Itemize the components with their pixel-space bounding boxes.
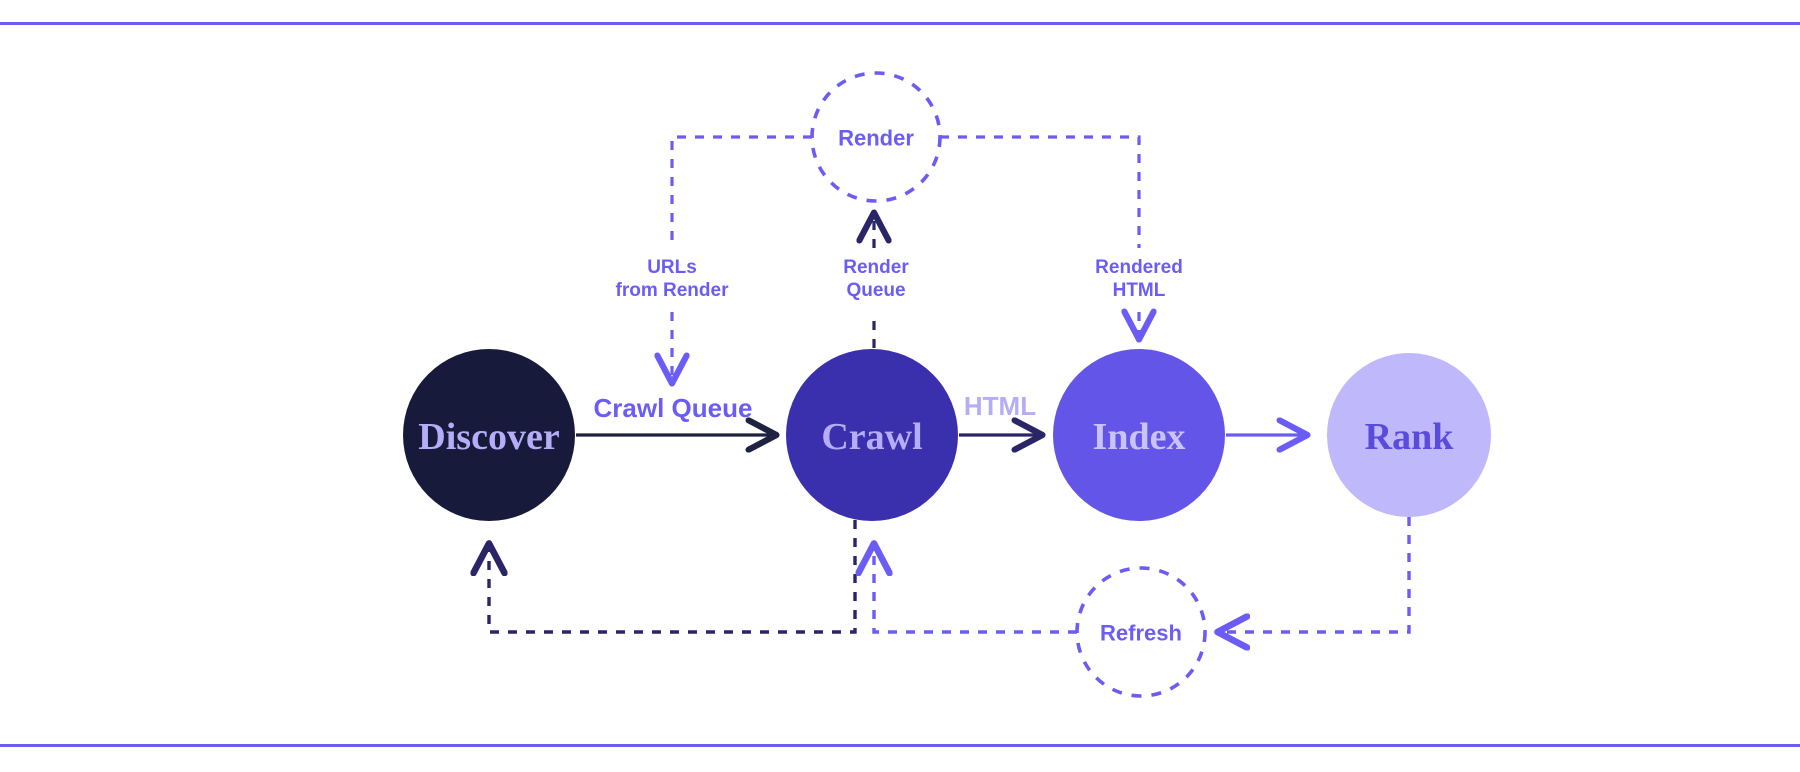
node-discover-label: Discover: [418, 416, 560, 458]
node-index-label: Index: [1093, 416, 1186, 458]
edge-label-rendered-html-line2: HTML: [1113, 280, 1166, 301]
edge-label-rendered-html: Rendered HTML: [1095, 257, 1183, 301]
node-crawl[interactable]: Crawl: [786, 349, 958, 521]
edge-render-to-index: [940, 135, 1139, 338]
node-render[interactable]: Render: [810, 71, 942, 203]
edge-crawl-to-discover: [489, 520, 857, 634]
edge-label-urls-line1: URLs: [647, 257, 697, 278]
bottom-divider-rule: [0, 744, 1800, 747]
edge-render-to-discover: [672, 135, 812, 382]
node-rank-label: Rank: [1365, 416, 1455, 458]
node-crawl-label: Crawl: [821, 416, 922, 458]
node-rank[interactable]: Rank: [1327, 353, 1491, 517]
top-divider-rule: [0, 22, 1800, 25]
edge-label-rendered-html-line1: Rendered: [1095, 257, 1183, 278]
node-index[interactable]: Index: [1053, 349, 1225, 521]
node-refresh[interactable]: Refresh: [1075, 566, 1207, 698]
edge-refresh-to-crawl: [874, 545, 1077, 634]
edge-label-html: HTML: [964, 391, 1036, 421]
edge-label-urls-line2: from Render: [616, 280, 730, 301]
node-refresh-label: Refresh: [1100, 621, 1182, 646]
node-discover[interactable]: Discover: [403, 349, 575, 521]
node-render-label: Render: [838, 126, 914, 151]
edge-label-render-queue-line2: Queue: [846, 280, 905, 301]
edge-label-urls-from-render: URLs from Render: [616, 257, 730, 301]
edge-label-render-queue-line1: Render: [843, 257, 909, 278]
edge-rank-to-refresh: [1219, 517, 1411, 632]
edge-label-render-queue: Render Queue: [843, 257, 909, 301]
edge-label-crawl-queue: Crawl Queue: [594, 393, 753, 423]
